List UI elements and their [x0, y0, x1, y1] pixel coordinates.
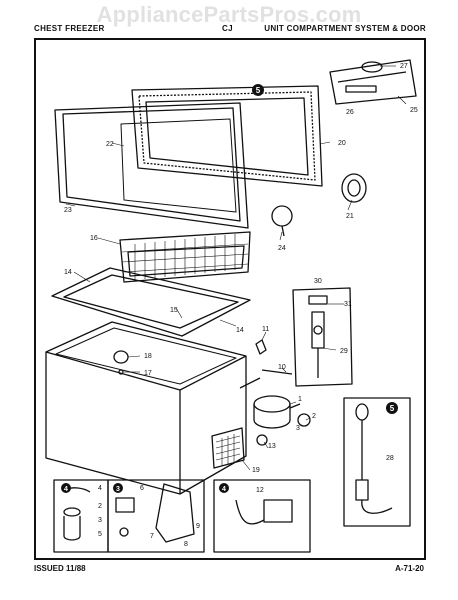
- door-handle: [341, 173, 367, 203]
- callout-28: 28: [386, 455, 394, 462]
- callout-31: 31: [344, 301, 352, 308]
- detail-box-switch: [213, 479, 311, 553]
- callout-6: 6: [140, 485, 144, 492]
- callout-11: 11: [262, 326, 269, 333]
- detail-box-light: [107, 479, 205, 553]
- callout-labels: 22 23 20 27 25 26 21 24 16 14 15 14 11 1…: [64, 63, 418, 548]
- callout-23: 23: [64, 207, 72, 214]
- callout-29: 29: [340, 348, 348, 355]
- callout-8: 8: [184, 541, 188, 548]
- callout-10: 10: [278, 364, 286, 371]
- compressor-grille: [211, 427, 245, 469]
- watermark: AppliancePartsPros.com: [96, 2, 362, 27]
- door-panel: [54, 102, 249, 229]
- power-line: [239, 369, 293, 389]
- storage-basket: [119, 231, 251, 283]
- callout-5: 5: [98, 531, 102, 538]
- issued-date: ISSUED 11/88: [34, 564, 86, 573]
- callout-2: 2: [312, 413, 316, 420]
- breaker-strip: [51, 267, 251, 337]
- door-gasket-frame: [131, 85, 323, 187]
- header-model-type: CHEST FREEZER: [34, 24, 105, 33]
- callout-16: 16: [90, 235, 98, 242]
- callout-30: 30: [314, 278, 322, 285]
- hinge-assembly: [329, 59, 417, 105]
- marker-detail-c: 4: [222, 486, 226, 493]
- relay-overload: [256, 413, 311, 446]
- callout-17: 17: [144, 370, 152, 377]
- cabinet-body: [45, 321, 247, 495]
- callout-12: 12: [256, 487, 264, 494]
- callout-1: 1: [298, 396, 302, 403]
- callout-26: 26: [346, 109, 354, 116]
- callout-20: 20: [338, 140, 346, 147]
- callout-24: 24: [278, 245, 286, 252]
- callout-13: 13: [268, 443, 276, 450]
- compressor: [253, 395, 301, 429]
- page-header: CHEST FREEZER CJ UNIT COMPARTMENT SYSTEM…: [34, 22, 426, 36]
- callout-19: 19: [252, 467, 260, 474]
- callout-27: 27: [400, 63, 408, 70]
- header-section-title: UNIT COMPARTMENT SYSTEM & DOOR: [264, 24, 426, 33]
- marker-detail-d: 5: [390, 404, 395, 413]
- callout-3: 3: [296, 425, 300, 432]
- callout-3b: 3: [98, 517, 102, 524]
- header-model-code: CJ: [222, 24, 233, 33]
- callout-14: 14: [236, 327, 244, 334]
- callout-9: 9: [196, 523, 200, 530]
- diagram-frame: [34, 38, 426, 560]
- wire-grommet: [255, 339, 267, 355]
- callout-7: 7: [150, 533, 154, 540]
- marker-detail-a: 4: [64, 486, 68, 493]
- callout-21: 21: [346, 213, 354, 220]
- page-code: A-71-20: [395, 564, 424, 573]
- callout-4: 4: [98, 485, 102, 492]
- marker-detail-b: 3: [116, 486, 120, 493]
- callout-15: 15: [170, 307, 178, 314]
- leader-lines: [65, 65, 407, 471]
- callout-22: 22: [106, 141, 114, 148]
- callout-25: 25: [410, 107, 418, 114]
- circle-markers: 5 4 3 4 5: [61, 84, 398, 493]
- detail-box-heater: [343, 397, 411, 527]
- marker-door-gasket: 5: [256, 86, 261, 95]
- callout-18: 18: [144, 353, 152, 360]
- callout-2b: 2: [98, 503, 102, 510]
- callout-14-top: 14: [64, 269, 72, 276]
- door-lock: [271, 205, 293, 237]
- thermostat-assembly: [292, 287, 353, 387]
